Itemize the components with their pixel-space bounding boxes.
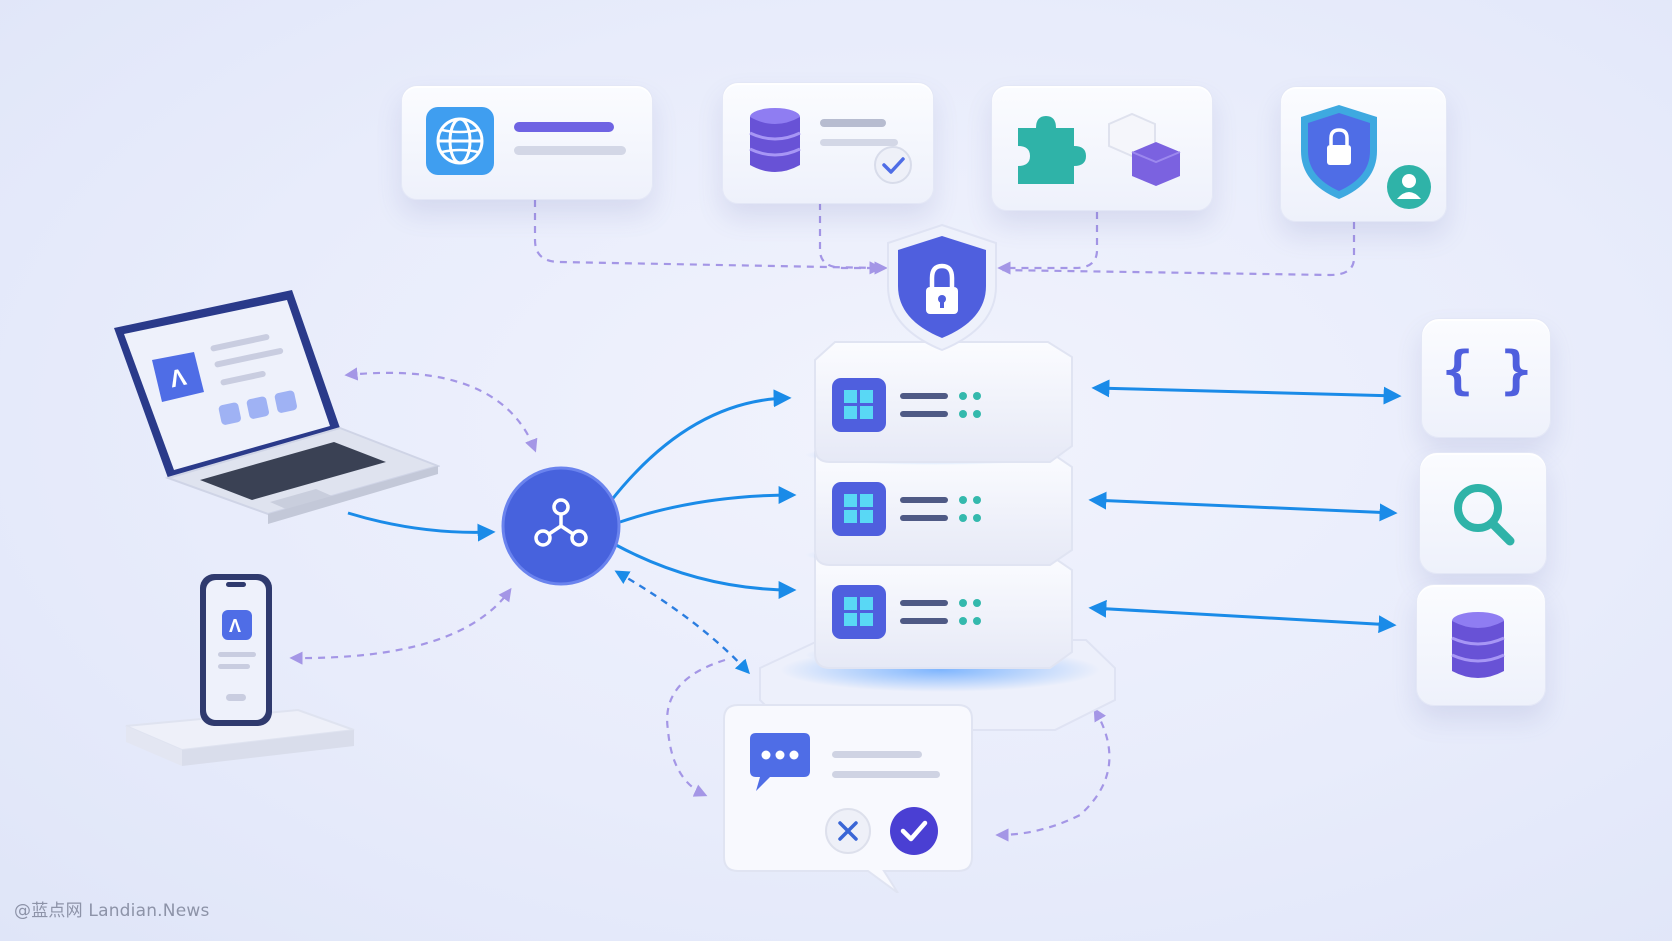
- dashed-device-links: [289, 367, 1111, 842]
- dashed-top-links: [533, 200, 1356, 277]
- search-icon: [1454, 484, 1515, 546]
- top-card-database: [722, 82, 934, 204]
- approve-icon: [890, 807, 938, 855]
- solid-links: [347, 379, 1402, 634]
- svg-text:Λ: Λ: [229, 616, 241, 636]
- top-card-web: [401, 85, 653, 200]
- phone-app-logo: Λ: [222, 610, 252, 640]
- tile-database: [1416, 584, 1546, 706]
- shield-user-icon: [1301, 105, 1431, 209]
- database-icon: [1451, 612, 1505, 678]
- chat-bubble-icon: [750, 733, 810, 791]
- phone-device: Λ: [125, 574, 355, 766]
- cubes-icon: [1108, 112, 1181, 186]
- message-card: [722, 703, 974, 894]
- svg-text:Λ: Λ: [167, 364, 188, 394]
- watermark-text: @蓝点网 Landian.News: [14, 901, 210, 921]
- tile-search: [1419, 452, 1547, 574]
- laptop-device: Λ: [114, 290, 440, 524]
- globe-icon: [426, 107, 494, 175]
- top-card-security: [1280, 86, 1447, 222]
- database-check-icon: [749, 108, 801, 172]
- network-hub[interactable]: [500, 465, 622, 587]
- top-card-plugins: [991, 85, 1213, 211]
- laptop-app-logo: Λ: [152, 352, 204, 402]
- network-hub-icon: [534, 498, 588, 547]
- tile-code: { }: [1421, 318, 1551, 438]
- puzzle-icon: [1018, 116, 1086, 184]
- code-braces-icon: { }: [1442, 341, 1532, 401]
- reject-icon: [825, 808, 871, 854]
- hub-message-link: [614, 570, 750, 675]
